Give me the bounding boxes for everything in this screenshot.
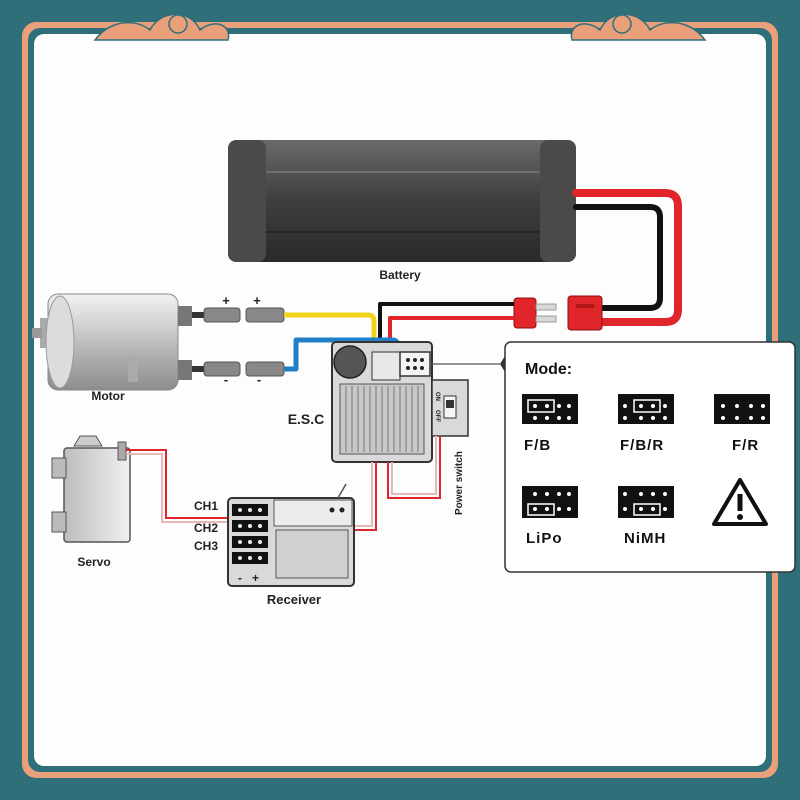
- battery-connector: [567, 295, 603, 331]
- jumper-mode-fr[interactable]: [714, 394, 770, 424]
- mode-title: Mode:: [525, 361, 572, 378]
- receiver-channel-pins: [232, 504, 268, 564]
- servo-cable-shadow: [126, 453, 232, 523]
- motor-minus-sign-2: -: [257, 372, 261, 387]
- channel-label-ch2: CH2: [194, 521, 218, 535]
- mode-label-fr: F/R: [732, 437, 759, 454]
- battery-pack: [228, 140, 576, 262]
- power-switch-label: Power switch: [454, 451, 465, 515]
- jumper-mode-fbr[interactable]: [618, 394, 674, 424]
- esc-label: E.S.C: [288, 411, 325, 427]
- cloud-ornament-left-icon: [93, 13, 230, 41]
- motor-plus-sign-1: +: [222, 293, 230, 308]
- motor-minus-sign-1: -: [224, 372, 228, 387]
- motor: [32, 293, 192, 391]
- mode-label-fb: F/B: [524, 437, 551, 454]
- receiver-label: Receiver: [267, 592, 321, 607]
- channel-label-ch3: CH3: [194, 539, 218, 553]
- warning-triangle-icon: [712, 478, 768, 526]
- mode-label-nimh: NiMH: [624, 530, 666, 547]
- mode-label-fbr: F/B/R: [620, 437, 664, 454]
- esc-unit: [331, 341, 500, 463]
- receiver-plus-sign: +: [252, 571, 259, 585]
- switch-on-label: ON: [434, 392, 440, 401]
- jumper-mode-fb[interactable]: [522, 394, 578, 424]
- channel-label-ch1: CH1: [194, 499, 218, 513]
- jumper-mode-nimh[interactable]: [618, 486, 674, 518]
- power-switch[interactable]: [431, 379, 469, 437]
- battery-label: Battery: [379, 268, 421, 282]
- servo-cable: [126, 449, 232, 519]
- servo: [51, 435, 131, 543]
- cloud-ornament-right-icon: [570, 13, 707, 41]
- esc-connector: [513, 297, 557, 329]
- motor-plus-sign-2: +: [253, 293, 261, 308]
- mode-label-lipo: LiPo: [526, 530, 563, 547]
- receiver: [227, 483, 355, 587]
- battery-leads: [572, 189, 682, 326]
- jumper-mode-lipo[interactable]: [522, 486, 578, 518]
- motor-label: Motor: [91, 389, 125, 403]
- switch-off-label: OFF: [434, 410, 440, 422]
- servo-label: Servo: [77, 555, 110, 569]
- receiver-minus-sign: -: [238, 571, 242, 585]
